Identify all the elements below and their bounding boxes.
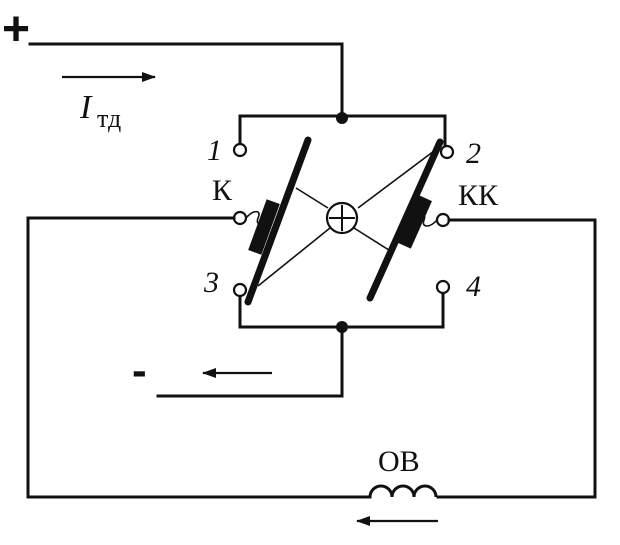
contact-k-label: К xyxy=(212,174,233,207)
contact-kk-label: КК xyxy=(458,179,499,212)
current-symbol: I xyxy=(79,89,93,126)
current-subscript: тд xyxy=(97,104,121,133)
left-contactor xyxy=(244,136,312,306)
top-bus-wire xyxy=(238,114,447,150)
plus-supply-wire xyxy=(28,42,344,120)
field-loop-right-wire xyxy=(436,218,597,499)
interlock-link-lower-right xyxy=(353,227,393,253)
right-switch-blade xyxy=(366,138,444,302)
terminal-4-label: 4 xyxy=(466,270,481,303)
terminal-2 xyxy=(439,144,455,160)
field-winding-coil xyxy=(368,484,438,498)
terminal-3 xyxy=(232,282,248,298)
interlock-link-upper-right xyxy=(357,147,439,209)
top-junction xyxy=(336,112,348,124)
terminal-1-label: 1 xyxy=(207,134,222,167)
terminal-3-label: 3 xyxy=(203,266,219,299)
interlock-link-upper-left xyxy=(295,187,329,209)
interlock-symbol xyxy=(257,147,439,287)
interlock-link-lower-left xyxy=(257,227,331,287)
current-label: I тд xyxy=(62,72,156,133)
plus-sign: + xyxy=(2,3,30,56)
terminal-1 xyxy=(232,142,248,158)
field-winding-label: ОВ xyxy=(378,445,420,478)
left-coil-spring xyxy=(245,210,269,225)
left-switch-blade xyxy=(244,136,312,306)
right-contactor xyxy=(366,138,444,302)
terminal-kk xyxy=(435,212,451,228)
terminal-k xyxy=(232,210,248,226)
field-loop-left-wire xyxy=(26,216,372,499)
left-coil-body xyxy=(248,199,280,255)
minus-return-wire xyxy=(156,325,344,398)
terminal-4 xyxy=(435,279,451,295)
terminal-2-label: 2 xyxy=(466,137,481,170)
minus-sign: - xyxy=(132,346,147,395)
right-coil-body xyxy=(398,195,432,249)
right-coil-spring xyxy=(414,213,438,227)
